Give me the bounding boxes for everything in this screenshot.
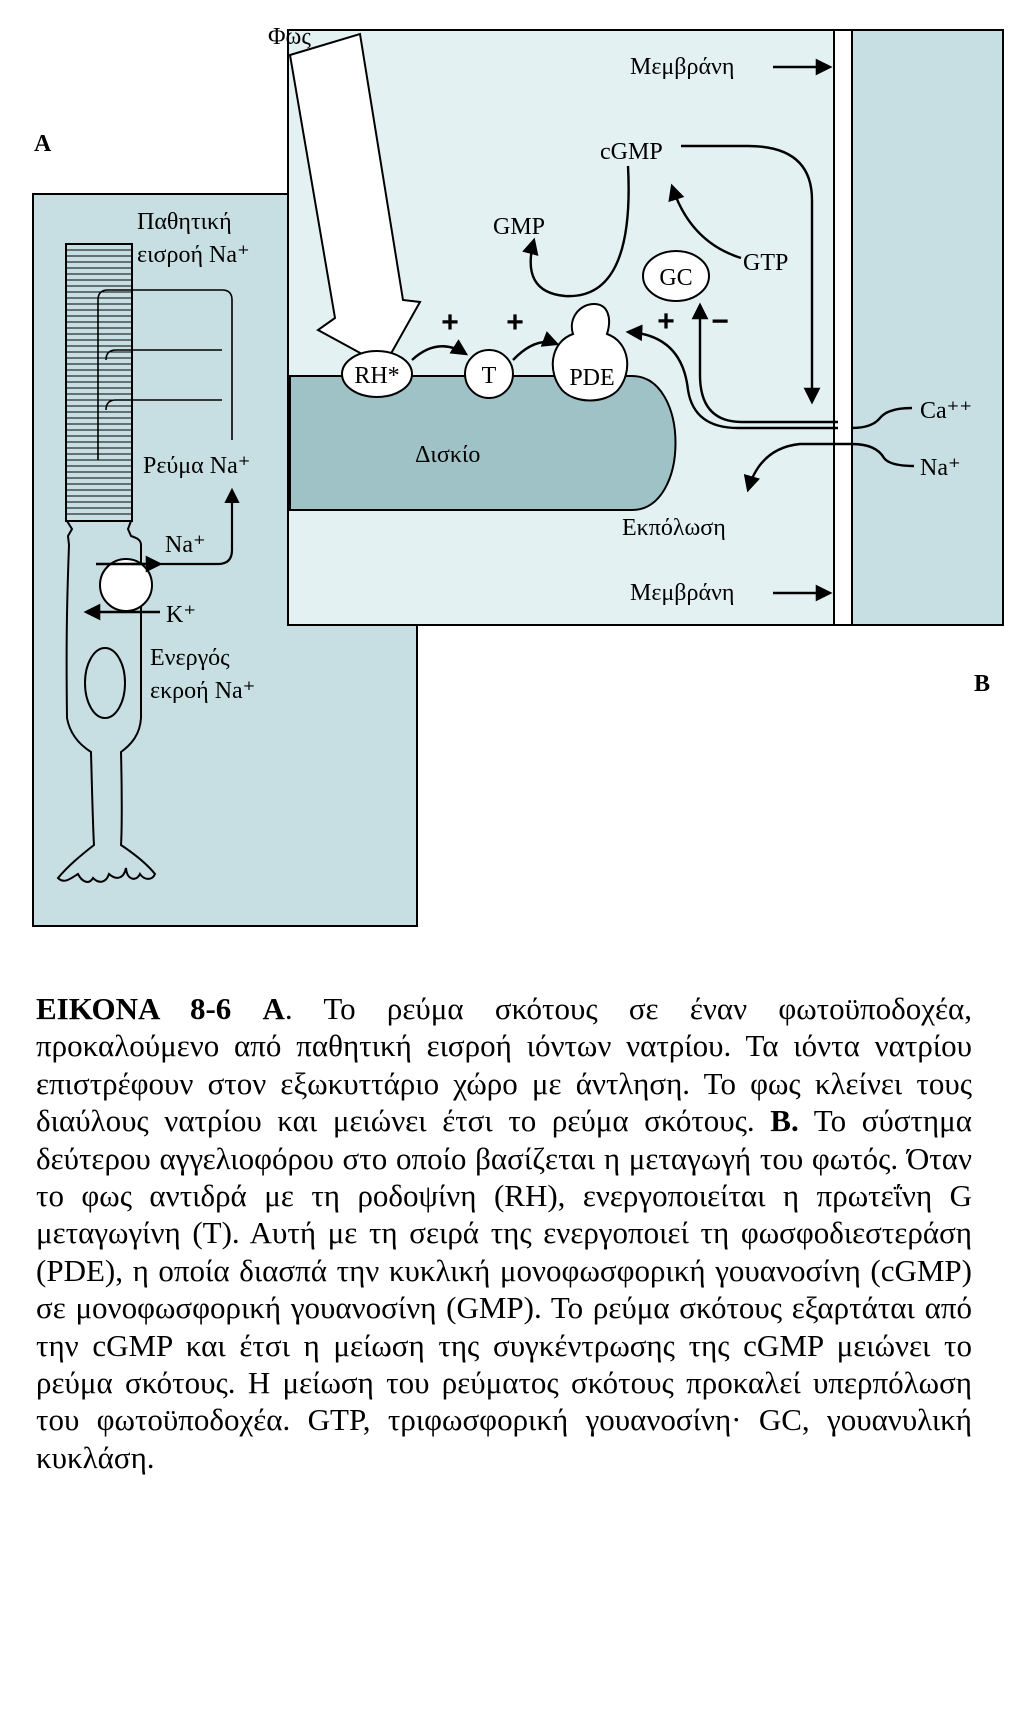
current-loop-lines xyxy=(97,289,233,460)
figure-8-6: A Παθητική εισροή Na⁺ Ρεύμα Na⁺ Na⁺ K⁺ Ε… xyxy=(32,24,1004,927)
membrane-bottom-label: Μεμβράνη xyxy=(630,580,734,606)
gtp-to-cgmp-arrow[interactable] xyxy=(668,183,742,260)
disc xyxy=(289,375,677,511)
cgmp-to-gmp-arrow[interactable] xyxy=(522,165,630,298)
cgmp-to-channel-arrow[interactable] xyxy=(681,144,821,405)
rhodopsin-label: RH* xyxy=(354,363,399,389)
gmp-label: GMP xyxy=(493,214,545,240)
na-current-arrow[interactable] xyxy=(131,487,240,566)
extracellular-space xyxy=(851,29,1004,626)
minus-sign: − xyxy=(711,305,729,338)
caption-text-b: Το σύστημα δεύτερου αγγελιοφόρου στο οπο… xyxy=(36,1103,972,1475)
transducin-node[interactable] xyxy=(464,349,514,399)
ca-entry-line xyxy=(851,406,913,430)
figure-caption: ΕΙΚΟΝΑ 8-6 Α. Το ρεύμα σκότους σε έναν φ… xyxy=(36,990,972,1476)
caption-text-a: . Το ρεύμα σκότους σε έναν φωτοϋποδοχέα,… xyxy=(36,991,972,1139)
ca-label: Ca⁺⁺ xyxy=(920,398,972,424)
gtp-label: GTP xyxy=(743,250,788,276)
t-to-pde-arrow[interactable] xyxy=(512,331,560,361)
rod-nucleus xyxy=(84,647,126,719)
active-efflux-label-2: εκροή Na⁺ xyxy=(150,678,255,704)
gc-label: GC xyxy=(659,265,692,291)
k-ion-label: K⁺ xyxy=(166,602,196,628)
na-entry-arrow[interactable] xyxy=(743,442,915,493)
membrane-top-label: Μεμβράνη xyxy=(630,54,734,80)
cgmp-label: cGMP xyxy=(600,139,663,165)
caption-title: ΕΙΚΟΝΑ 8-6 xyxy=(36,991,232,1026)
ca-inhibits-gc-arrow[interactable] xyxy=(691,302,838,424)
panel-a-letter: A xyxy=(34,131,52,157)
active-efflux-label-1: Ενεργός xyxy=(150,645,230,671)
rod-outer-segment xyxy=(65,243,133,522)
passive-influx-label-1: Παθητική xyxy=(137,209,232,235)
plus-sign-2: + xyxy=(506,306,524,339)
transducin-label: T xyxy=(482,363,497,389)
pde-node[interactable] xyxy=(551,302,629,402)
panel-b-letter: B xyxy=(974,671,990,697)
rh-to-t-arrow[interactable] xyxy=(411,339,469,361)
light-arrow xyxy=(288,32,422,368)
caption-a-marker: Α xyxy=(262,991,285,1026)
na-ion-label: Na⁺ xyxy=(165,532,206,558)
depolarization-label: Εκπόλωση xyxy=(622,515,726,541)
plus-sign-3: + xyxy=(657,305,675,338)
panel-b: B Φως Δισκίο RH* T PDE GC + + cGMP GMP G… xyxy=(268,24,1004,697)
gc-node[interactable] xyxy=(642,250,710,302)
pde-label: PDE xyxy=(569,365,614,391)
ca-activates-pde-arrow[interactable] xyxy=(625,324,838,430)
rod-cell-outline xyxy=(56,520,157,883)
membrane-bar xyxy=(833,29,853,626)
disc-label: Δισκίο xyxy=(415,442,480,468)
na-label: Na⁺ xyxy=(920,455,961,481)
na-current-label: Ρεύμα Na⁺ xyxy=(143,453,250,479)
rhodopsin-node[interactable] xyxy=(341,350,413,398)
light-label: Φως xyxy=(268,24,311,50)
passive-influx-label-2: εισροή Na⁺ xyxy=(137,242,250,268)
plus-sign-1: + xyxy=(441,306,459,339)
sodium-potassium-pump xyxy=(99,558,153,612)
caption-b-marker: Β. xyxy=(770,1103,799,1139)
